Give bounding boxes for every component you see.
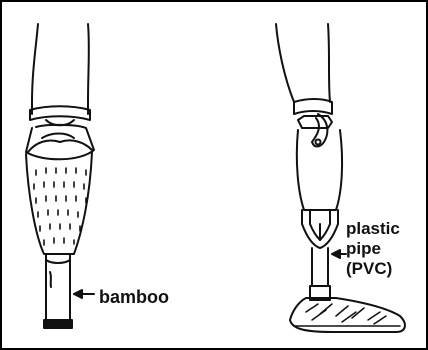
- right-socket: [297, 130, 342, 210]
- prosthetic-legs-diagram: [2, 2, 426, 348]
- right-shoe: [290, 298, 405, 332]
- right-knee-strap: [294, 99, 332, 114]
- right-prosthetic-leg: [276, 24, 405, 332]
- left-bamboo-pylon: [46, 254, 70, 320]
- label-bamboo: bamboo: [99, 288, 169, 306]
- left-prosthetic-leg: [26, 24, 94, 328]
- label-pipe: pipe: [346, 240, 381, 258]
- left-rubber-tip: [44, 320, 72, 328]
- right-thigh: [276, 24, 330, 102]
- label-plastic: plastic: [346, 220, 400, 238]
- right-pvc-pipe: [312, 248, 328, 286]
- left-knee-strap: [30, 106, 90, 120]
- left-thigh: [32, 24, 89, 114]
- label-pvc: (PVC): [346, 260, 392, 278]
- left-socket-weave: [34, 168, 86, 245]
